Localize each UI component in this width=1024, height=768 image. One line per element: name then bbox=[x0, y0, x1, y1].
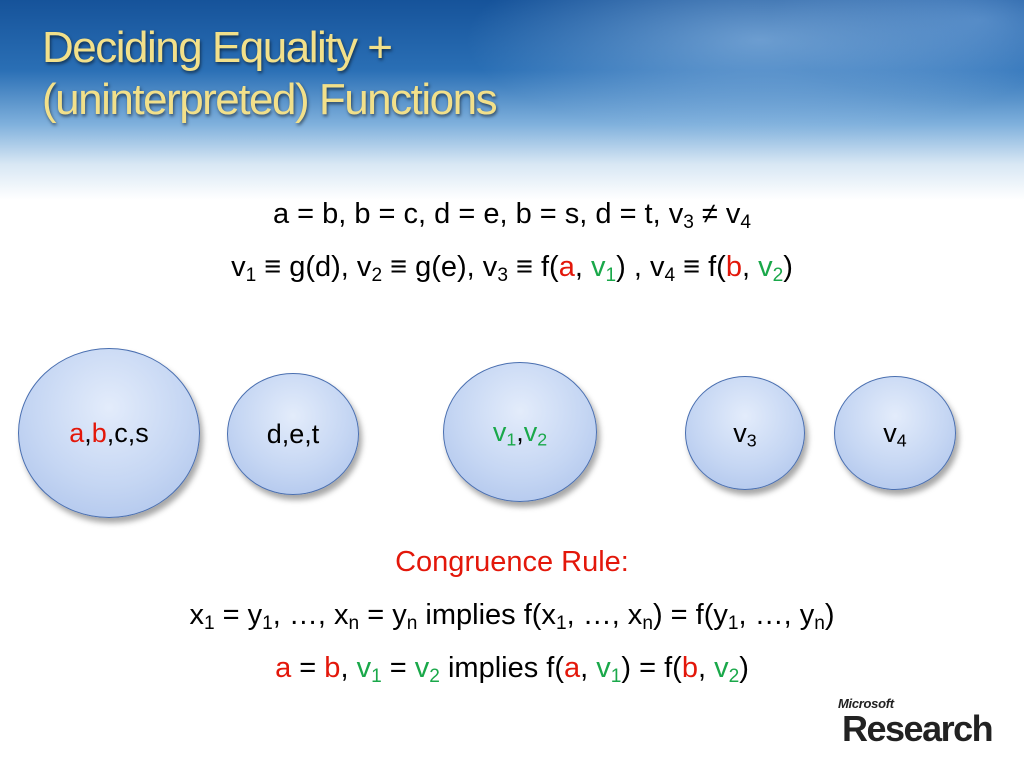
class-circle-abcs: a,b,c,s bbox=[18, 348, 200, 518]
logo-research-text: Research bbox=[842, 708, 994, 749]
class-circle-v1v2: v1,v2 bbox=[443, 362, 597, 502]
logo-microsoft-text: Microsoft bbox=[838, 696, 894, 711]
congruence-rule-instance: a = b, v1 = v2 implies f(a, v1) = f(b, v… bbox=[275, 652, 749, 687]
class-circle-v3: v3 bbox=[685, 376, 805, 490]
title-line-2: (uninterpreted) Functions bbox=[42, 75, 498, 124]
congruence-rule-title: Congruence Rule: bbox=[395, 546, 629, 578]
slide-title: Deciding Equality + (uninterpreted) Func… bbox=[42, 22, 498, 126]
title-line-1: Deciding Equality + bbox=[42, 23, 393, 72]
equation-line-2: v1 ≡ g(d), v2 ≡ g(e), v3 ≡ f(a, v1) , v4… bbox=[231, 251, 793, 286]
class-circle-det: d,e,t bbox=[227, 373, 359, 495]
congruence-rule-general: x1 = y1, …, xn = yn implies f(x1, …, xn)… bbox=[189, 599, 835, 634]
header-background bbox=[0, 0, 1024, 200]
microsoft-research-logo: Microsoft Research bbox=[838, 696, 998, 750]
class-circle-v4: v4 bbox=[834, 376, 956, 490]
equation-line-1: a = b, b = c, d = e, b = s, d = t, v3 ≠ … bbox=[272, 198, 752, 233]
